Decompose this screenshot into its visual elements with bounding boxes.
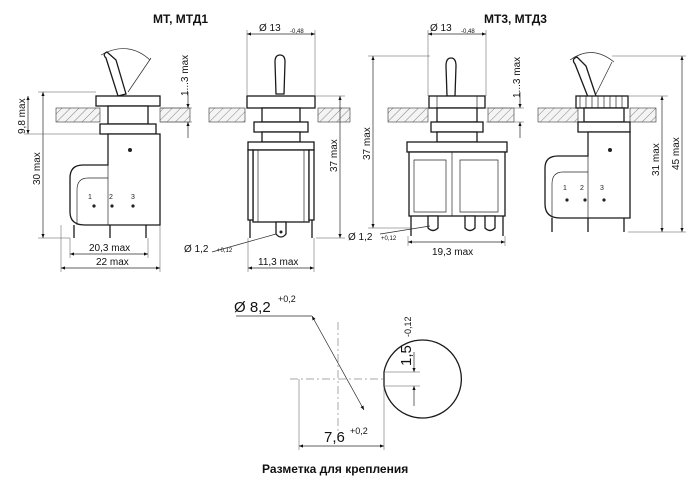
dim-20-3-max: 20,3 max [89, 243, 130, 254]
mounting-hole-outline [383, 339, 462, 419]
dim-37-max-mt3: 37 max [362, 127, 373, 160]
dim-30-max: 30 max [32, 152, 43, 185]
toggle-lever [103, 51, 127, 97]
title-mt3-mtd3: МТ3, МТД3 [484, 12, 547, 26]
toggle-lever-mt3-side [572, 56, 597, 98]
dim-1-3-max-left: 1...3 max [180, 55, 191, 96]
dim-11-3-max: 11,3 max [258, 257, 298, 268]
pin-label-2: 2 [109, 194, 113, 201]
dim-1-5-tol: -0,12 [403, 316, 413, 337]
bushing [107, 105, 149, 125]
dim-1-5: 1,5 [398, 345, 415, 366]
dim-1-3-max-right: 1...3 max [512, 57, 523, 98]
nut-bottom [99, 123, 157, 135]
view-mt3-side: 1 2 3 31 max 45 max [537, 52, 686, 233]
dim-diam-13-tol-mt3: -0,48 [461, 29, 475, 35]
dim-19-3-max: 19,3 max [432, 247, 473, 258]
pin-label-1: 1 [88, 194, 92, 201]
dim-diam-1-2-front: Ø 1,2 [184, 244, 209, 255]
pin-label-3-mt3: 3 [600, 185, 604, 192]
housing-mt3 [408, 151, 506, 217]
dim-diam-13-mt3: Ø 13 [430, 23, 452, 34]
pin-label-2-mt3: 2 [580, 185, 584, 192]
dim-7-6: 7,6 [324, 429, 345, 446]
housing-mt3-side [544, 131, 631, 219]
dim-diam-8-2: Ø 8,2 [234, 299, 271, 316]
dim-31-max: 31 max [651, 143, 662, 176]
nut-top [95, 95, 161, 107]
dim-7-6-tol: +0,2 [350, 426, 368, 436]
panel-left [55, 107, 101, 123]
dim-diam-8-2-tol: +0,2 [278, 294, 296, 304]
dim-22-max: 22 max [96, 257, 129, 268]
dim-diam-13-front: Ø 13 [259, 23, 281, 34]
housing-top-front [247, 141, 315, 151]
toggle-lever-mt3 [445, 57, 457, 97]
dim-45-max: 45 max [671, 137, 682, 170]
dim-diam-1-2-tol-mt3: +0,12 [381, 236, 397, 242]
title-mounting-layout: Разметка для крепления [262, 462, 408, 476]
mounting-cutout: Ø 8,2 +0,2 1,5 -0,12 7,6 +0,2 [234, 294, 462, 450]
toggle-lever-front [274, 54, 286, 95]
pin-label-1-mt3: 1 [563, 185, 567, 192]
dim-9-8-max: 9,8 max [17, 98, 28, 134]
view-mt-side: 1 2 3 30 max 9,8 max 1...3 max 20,3 max … [17, 48, 192, 272]
view-mt3-front: Ø 13 -0,48 37 max 1...3 max Ø 1,2 +0,12 … [348, 23, 524, 258]
dim-diam-13-tol-front: -0,48 [290, 29, 304, 35]
title-mt-mtd1: МТ, МТД1 [153, 12, 208, 26]
dim-diam-1-2-tol-front: +0,12 [217, 248, 233, 254]
housing-front [252, 149, 310, 223]
dim-37-max-front: 37 max [329, 139, 340, 172]
view-mt-front: Ø 13 -0,48 37 max Ø 1,2 +0,12 11,3 max [184, 23, 351, 272]
dim-diam-1-2-mt3: Ø 1,2 [348, 232, 373, 243]
pin-label-3: 3 [131, 194, 135, 201]
switch-housing [69, 133, 161, 226]
panel-right [159, 107, 191, 123]
